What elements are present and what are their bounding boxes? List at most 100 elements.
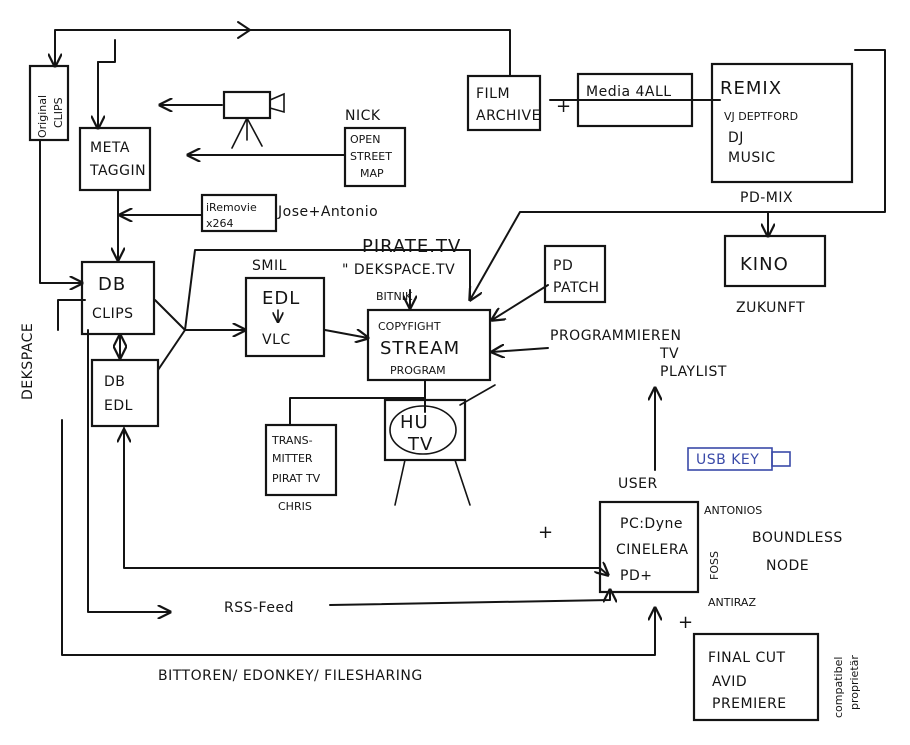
original-clips-line2: CLIPS (52, 97, 65, 128)
iremovie-line2: x264 (206, 217, 234, 230)
osm-line2: STREET (350, 150, 392, 163)
kino-label: KINO (740, 254, 789, 275)
osm-line3: MAP (360, 167, 384, 180)
pc-node: PC:Dyne CINELERA PD+ (598, 500, 700, 594)
remix-line2: VJ DEPTFORD (724, 110, 798, 123)
pirate-tv-label: PIRATE.TV (362, 236, 461, 257)
edl-label: EDL (262, 288, 300, 309)
hu-tv-line1: HU (400, 412, 429, 433)
zukunft-label: ZUKUNFT (736, 300, 805, 316)
edge-patch-to-copyfight (492, 284, 549, 320)
edge-original-to-db (39, 139, 82, 283)
rss-feed-label: RSS-Feed (224, 600, 294, 616)
pc-line2: CINELERA (616, 542, 689, 558)
pd-mix-label: PD-MIX (740, 190, 793, 206)
pd-patch-node: PD PATCH (543, 244, 607, 304)
pd-patch-line1: PD (553, 258, 573, 274)
db-edl-line1: DB (104, 374, 125, 390)
plus-sign-pc: + (538, 522, 554, 543)
edge-dbclips-to-hub (154, 299, 245, 330)
edge-copyfight-to-transmitter (289, 379, 426, 426)
nick-node: NICK OPEN STREET MAP (343, 108, 407, 188)
deckspace-tv-label: " DEKSPACE.TV (342, 262, 455, 278)
remix-node: REMIX VJ DEPTFORD DJ MUSIC (710, 62, 854, 184)
deckspace-label: DEKSPACE (20, 323, 36, 400)
hu-tv-node: HU TV (383, 398, 467, 462)
db-edl-line2: EDL (104, 398, 133, 414)
antonios-label: ANTONIOS (704, 504, 762, 517)
tv-leg-right (454, 459, 471, 506)
original-clips-node: Original CLIPS (28, 64, 70, 142)
edge-archive-to-original (55, 29, 511, 77)
smil-label: SMIL (252, 258, 287, 274)
plus-sign-archive: + (556, 96, 572, 117)
final-cut-line2: AVID (712, 674, 747, 690)
compatible-line1: compatibel (832, 657, 845, 718)
edl-vlc-node: EDL VLC (244, 276, 326, 358)
remix-title: REMIX (720, 78, 782, 99)
plus-sign-finalcut: + (678, 612, 694, 633)
media4all-label: Media 4ALL (586, 84, 672, 100)
db-edl-node: DB EDL (90, 358, 160, 428)
original-clips-line1: Original (36, 95, 49, 138)
edge-top-arrow-b (237, 21, 251, 31)
boundless-line2: NODE (766, 558, 809, 574)
transmitter-line3: PIRAT TV (272, 472, 321, 485)
edge-edl-to-copyfight (324, 330, 368, 338)
edge-prog-to-copyfight (492, 348, 549, 352)
edge-toploop-to-meta (97, 39, 116, 63)
copyfight-node: COPYFIGHT STREAM PROGRAM (366, 308, 492, 382)
film-archive-line2: ARCHIVE (476, 108, 541, 124)
pc-line1: PC:Dyne (620, 516, 683, 532)
edge-deckspace-loop (57, 299, 86, 331)
jose-antonio-label: Jose+Antonio (277, 204, 378, 220)
copyfight-line3: PROGRAM (390, 364, 446, 377)
media4all-node: Media 4ALL (576, 72, 694, 128)
iremovie-node: iRemovie x264 (200, 193, 278, 233)
programmieren-line2: TV (659, 346, 679, 362)
db-clips-line2: CLIPS (92, 306, 134, 322)
copyfight-line1: COPYFIGHT (378, 320, 441, 333)
final-cut-node: FINAL CUT AVID PREMIERE (692, 632, 820, 722)
film-archive-node: FILM ARCHIVE (466, 74, 542, 132)
bittorrent-label: BITTOREN/ EDONKEY/ FILESHARING (158, 668, 423, 684)
meta-tagging-node: META TAGGIN (78, 126, 152, 192)
copyfight-line2: STREAM (380, 338, 460, 359)
hu-tv-line2: TV (407, 434, 433, 455)
edge-dbedl-to-hub (157, 329, 186, 371)
edge-rss-to-pc (329, 590, 610, 606)
transmitter-line1: TRANS- (271, 434, 313, 447)
usb-key-node: USB KEY (687, 447, 791, 471)
bitnik-label: BITNIK (376, 290, 413, 303)
edge-hub-up (184, 249, 471, 331)
vlc-label: VLC (262, 332, 291, 348)
boundless-line1: BOUNDLESS (752, 530, 843, 546)
pd-patch-line2: PATCH (553, 280, 600, 296)
programmieren-node: PROGRAMMIEREN TV PLAYLIST (550, 328, 727, 380)
user-label: USER (618, 476, 658, 492)
programmieren-line1: PROGRAMMIEREN (550, 328, 681, 344)
meta-tagging-line1: META (90, 140, 130, 156)
antiraz-label: ANTIRAZ (708, 596, 756, 609)
film-archive-line1: FILM (476, 86, 510, 102)
pc-line3: PD+ (620, 568, 652, 584)
programmieren-line3: PLAYLIST (660, 364, 727, 380)
compatible-line2: proprietär (848, 655, 861, 710)
iremovie-line1: iRemovie (206, 201, 257, 214)
edge-remix-loop (470, 49, 886, 300)
remix-line4: MUSIC (728, 150, 776, 166)
camera-icon (222, 90, 285, 149)
edge-dbedl-to-pc (123, 427, 608, 575)
final-cut-line1: FINAL CUT (708, 650, 786, 666)
transmitter-line2: MITTER (272, 452, 313, 465)
nick-label: NICK (345, 108, 381, 124)
final-cut-line3: PREMIERE (712, 696, 787, 712)
osm-line1: OPEN (350, 133, 380, 146)
db-clips-line1: DB (98, 274, 126, 295)
meta-tagging-line2: TAGGIN (89, 163, 146, 179)
chris-label: CHRIS (278, 500, 312, 513)
transmitter-node: TRANS- MITTER PIRAT TV (264, 423, 338, 497)
db-clips-node: DB CLIPS (80, 260, 156, 336)
tv-leg-left (394, 459, 406, 506)
